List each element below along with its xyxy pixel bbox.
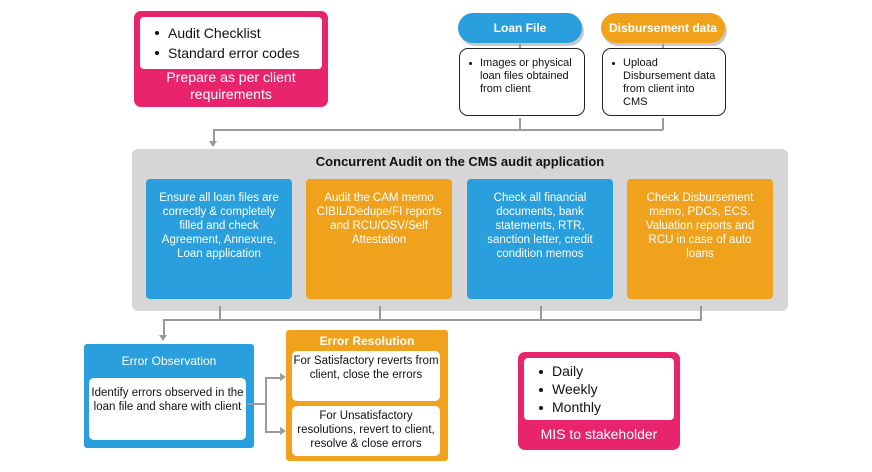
audit-card-disbursement-memo: Check Disbursement memo, PDCs, ECS. Valu…: [627, 179, 773, 299]
connector-line: [265, 377, 281, 379]
error-observation-title: Error Observation: [121, 354, 217, 368]
prepare-item-error-codes: Standard error codes: [152, 43, 322, 63]
connector-line: [163, 319, 702, 321]
connector-line: [700, 306, 702, 320]
disbursement-data-pill: Disbursement data: [601, 13, 725, 43]
connector-line: [662, 118, 664, 130]
loan-file-note-text: Images or physical loan files obtained f…: [468, 57, 576, 96]
mis-item-monthly: Monthly: [536, 398, 674, 416]
mis-item-daily: Daily: [536, 362, 674, 380]
arrow-down-icon: [159, 335, 167, 341]
audit-card-loan-files: Ensure all loan files are correctly & co…: [146, 179, 292, 299]
loan-file-pill: Loan File: [458, 13, 582, 43]
connector-line: [379, 306, 381, 320]
mis-caption: MIS to stakeholder: [540, 426, 658, 442]
mis-card: Daily Weekly Monthly MIS to stakeholder: [518, 352, 680, 450]
unsatisfactory-resolution-box: For Unsatisfactory resolutions, revert t…: [292, 406, 440, 456]
error-resolution-title: Error Resolution: [319, 334, 415, 348]
prepare-caption: Prepare as per client requirements: [166, 69, 296, 102]
disbursement-note-text: Upload Disbursement data from client int…: [611, 57, 717, 109]
disbursement-note: Upload Disbursement data from client int…: [602, 48, 726, 116]
connector-line: [519, 118, 521, 130]
connector-line: [247, 403, 265, 405]
connector-line: [265, 431, 281, 433]
connector-line: [662, 44, 664, 50]
connector-line: [265, 377, 267, 431]
audit-card-cam-memo: Audit the CAM memo CIBIL/Dedupe/FI repor…: [306, 179, 452, 299]
arrow-down-icon: [209, 141, 217, 147]
connector-line: [213, 129, 663, 131]
loan-file-note: Images or physical loan files obtained f…: [459, 48, 585, 116]
connector-line: [540, 306, 542, 320]
error-resolution-card: Error Resolution For Satisfactory revert…: [286, 330, 448, 461]
error-observation-card: Error Observation Identify errors observ…: [84, 344, 254, 448]
connector-line: [163, 319, 165, 337]
prepare-item-audit-checklist: Audit Checklist: [152, 23, 322, 43]
arrow-right-icon: [280, 373, 286, 381]
connector-line: [213, 129, 215, 143]
prepare-card: Audit Checklist Standard error codes Pre…: [134, 11, 328, 107]
audit-card-financial-documents: Check all financial documents, bank stat…: [467, 179, 613, 299]
mis-item-weekly: Weekly: [536, 380, 674, 398]
connector-line: [219, 306, 221, 320]
arrow-right-icon: [280, 427, 286, 435]
error-observation-text: Identify errors observed in the loan fil…: [89, 378, 246, 440]
satisfactory-resolution-box: For Satisfactory reverts from client, cl…: [292, 351, 440, 401]
audit-panel-title: Concurrent Audit on the CMS audit applic…: [315, 154, 605, 169]
prepare-checklist-box: Audit Checklist Standard error codes: [140, 17, 322, 69]
mis-frequency-box: Daily Weekly Monthly: [524, 358, 674, 420]
concurrent-audit-panel: Concurrent Audit on the CMS audit applic…: [132, 149, 788, 311]
connector-line: [519, 44, 521, 50]
